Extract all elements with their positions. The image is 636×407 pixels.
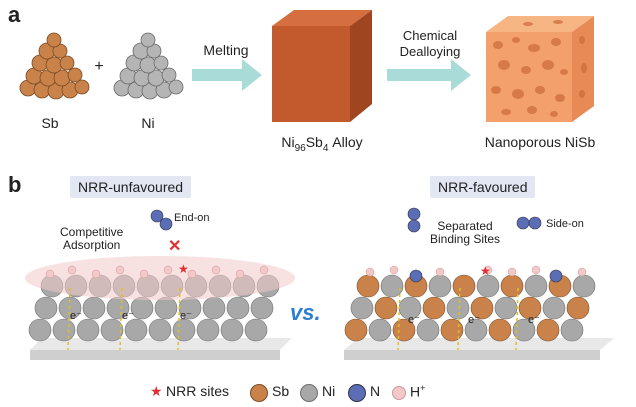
right-electron-1: e⁻ [408, 314, 420, 326]
panel-a-letter: a [8, 2, 21, 27]
legend-h: H+ [410, 383, 426, 400]
vs-label: vs. [290, 300, 321, 325]
right-electron-3: e⁻ [528, 314, 540, 326]
melting-label: Melting [203, 42, 249, 58]
sb-cluster-illustration [19, 32, 90, 100]
legend-nrr-sites: NRR sites [166, 383, 230, 399]
melting-arrow [192, 59, 262, 91]
side-on-n2-molecule [516, 216, 542, 230]
legend-sb: Sb [272, 383, 290, 399]
right-title-badge: NRR-favoured [430, 176, 536, 198]
legend-ni-dot [300, 384, 318, 402]
alloy-cube-illustration [272, 10, 372, 122]
legend-sb-dot [250, 384, 268, 402]
right-electron-2: e⁻ [468, 314, 480, 326]
left-electron-2: e⁻ [122, 310, 134, 322]
legend-star-icon: ★ [150, 383, 163, 399]
plus-sign: + [94, 58, 104, 75]
alloy-label: Ni96Sb4 Alloy [281, 134, 363, 154]
end-on-label: End-on [174, 212, 210, 224]
legend-ni: Ni [322, 383, 336, 399]
left-nrr-site-star-icon: ★ [178, 262, 189, 276]
end-on-n2-molecule [150, 209, 173, 231]
side-on-label: Side-on [546, 218, 584, 230]
dealloying-arrow [387, 59, 471, 91]
legend-n-dot [348, 384, 366, 402]
right-nrr-site-star-icon: ★ [480, 264, 491, 278]
ni-cluster-illustration [113, 32, 184, 100]
legend-h-dot [392, 386, 406, 400]
legend: ★ NRR sites Sb Ni N H+ [150, 383, 510, 403]
left-electron-1: e⁻ [70, 310, 82, 322]
blocked-cross-icon: ✕ [168, 238, 182, 255]
left-title-badge: NRR-unfavoured [70, 176, 192, 198]
legend-n: N [370, 383, 381, 399]
left-surface-illustration [25, 256, 295, 360]
ni-label: Ni [141, 115, 155, 131]
nanoporous-label: Nanoporous NiSb [484, 134, 596, 150]
left-electron-3: e⁻ [180, 310, 192, 322]
sb-label: Sb [41, 115, 59, 131]
panel-b-letter: b [8, 172, 22, 197]
right-surface-illustration [344, 265, 614, 360]
right-n2-molecule-1 [407, 207, 421, 233]
nanoporous-cube-illustration [486, 16, 594, 122]
